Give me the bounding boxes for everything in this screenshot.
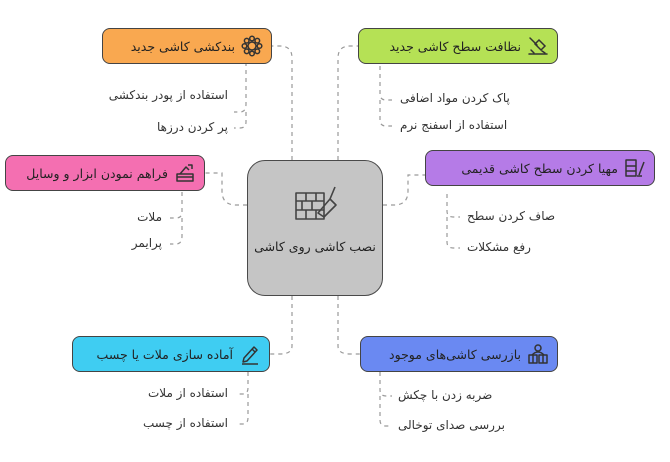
node-tools-item: پرایمر [131, 236, 162, 250]
node-inspect-item: بررسی صدای توخالی [398, 418, 505, 432]
node-grout-item: پر کردن درزها [157, 120, 228, 134]
node-tools-title: فراهم نمودن ابزار و وسایل [26, 165, 168, 181]
gear-icon [241, 35, 263, 57]
cleaning-icon [528, 37, 548, 55]
node-mortar: آماده سازی ملات یا چسب [72, 336, 270, 372]
pencil-icon [242, 346, 258, 365]
inspect-icon [528, 344, 548, 364]
tools-icon [176, 164, 194, 182]
node-mortar-title: آماده سازی ملات یا چسب [96, 346, 233, 362]
node-inspect-item: ضربه زدن با چکش [398, 388, 493, 402]
node-grout-item: استفاده از پودر بندکشی [108, 88, 228, 102]
node-prep: مهیا کردن سطح کاشی قدیمی [425, 150, 655, 186]
node-prep-title: مهیا کردن سطح کاشی قدیمی [461, 160, 618, 176]
node-clean-item: پاک کردن مواد اضافی [400, 91, 510, 105]
brick-wall-trowel-icon [295, 186, 337, 220]
central-topic-title: نصب کاشی روی کاشی [254, 239, 376, 254]
node-mortar-item: استفاده از چسب [142, 416, 228, 430]
node-tools-item: ملات [137, 210, 162, 224]
node-grout-title: بندکشی کاشی جدید [130, 38, 235, 54]
node-inspect-title: بازرسی کاشی‌های موجود [389, 346, 521, 362]
central-topic-box: نصب کاشی روی کاشی [247, 160, 383, 296]
node-mortar-item: استفاده از ملات [147, 386, 228, 400]
node-tools: فراهم نمودن ابزار و وسایل [5, 155, 205, 191]
node-prep-item: صاف کردن سطح [467, 209, 556, 223]
node-inspect: بازرسی کاشی‌های موجود [360, 336, 558, 372]
node-prep-item: رفع مشکلات [467, 240, 531, 254]
surface-prep-icon [625, 159, 645, 177]
node-grout: بندکشی کاشی جدید [102, 28, 272, 64]
node-clean-title: نظافت سطح کاشی جدید [389, 38, 522, 54]
node-clean: نظافت سطح کاشی جدید [358, 28, 558, 64]
node-clean-item: استفاده از اسفنج نرم [400, 118, 508, 132]
